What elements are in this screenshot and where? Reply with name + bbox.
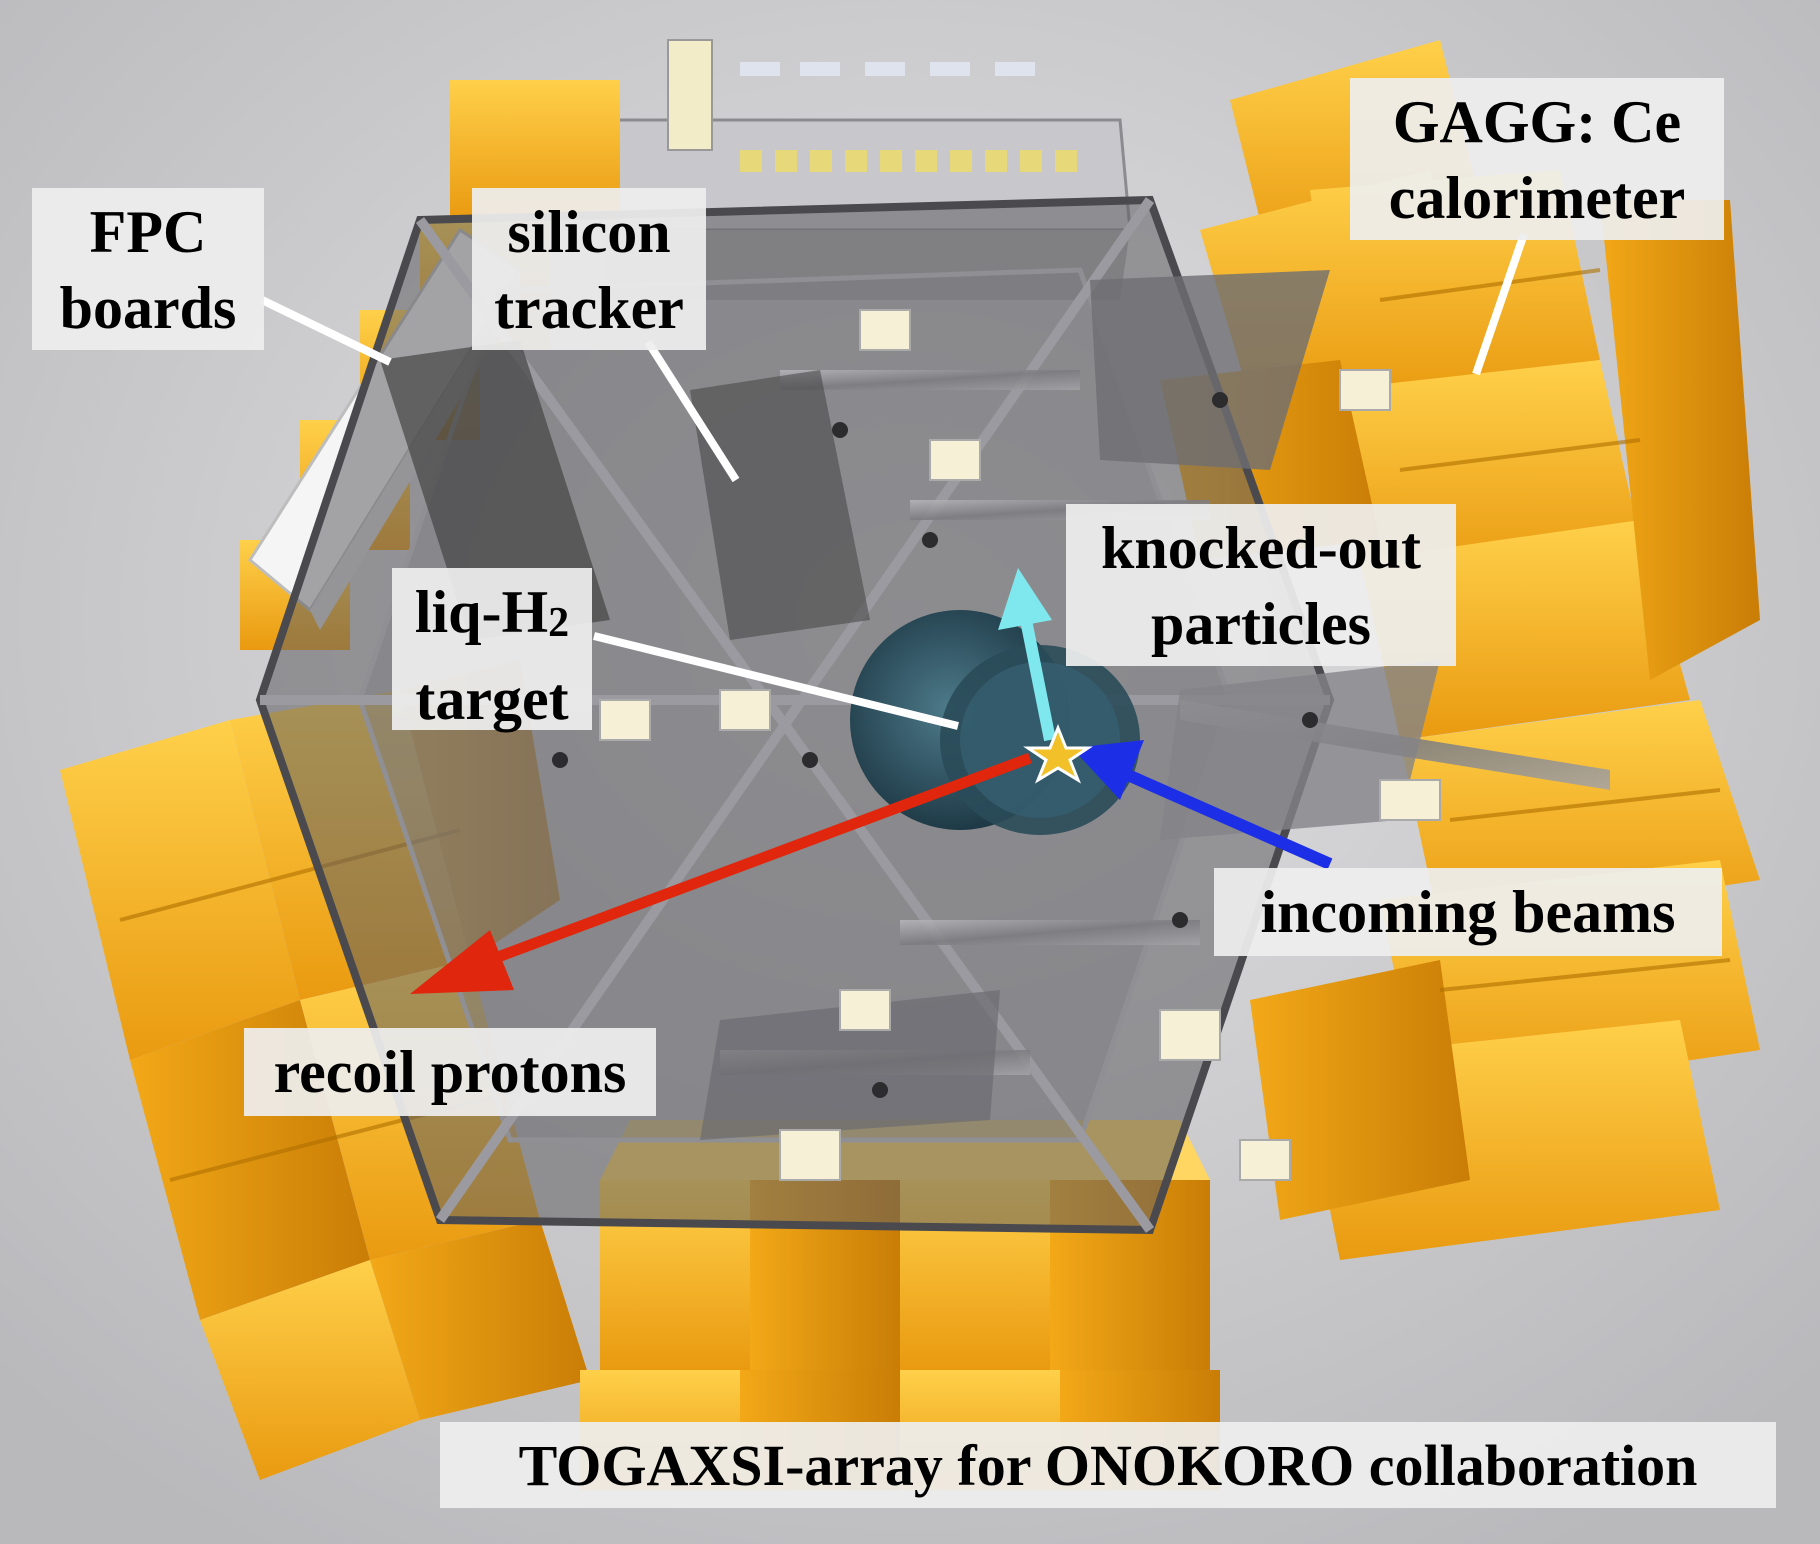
gagg-calorimeter-label: GAGG: Ce calorimeter: [1350, 78, 1724, 240]
liq-h2-target-label: liq-H2 target: [392, 568, 592, 732]
recoil-protons-label: recoil protons: [244, 1028, 656, 1116]
silicon-tracker-label: silicon tracker: [472, 188, 706, 350]
knocked-out-particles-arrow: [998, 568, 1056, 742]
liq-h2-target-cylinder: [850, 610, 1140, 835]
incoming-beams-arrow: [1072, 740, 1333, 870]
knocked-out-particles-label: knocked-out particles: [1066, 504, 1456, 666]
leader-lines: [260, 232, 1528, 730]
vertex-star-icon: [1023, 723, 1093, 784]
caption-label: TOGAXSI-array for ONOKORO collaboration: [440, 1422, 1776, 1508]
recoil-protons-arrow: [410, 752, 1032, 994]
incoming-beams-label: incoming beams: [1214, 868, 1722, 956]
fpc-boards-label: FPC boards: [32, 188, 264, 350]
